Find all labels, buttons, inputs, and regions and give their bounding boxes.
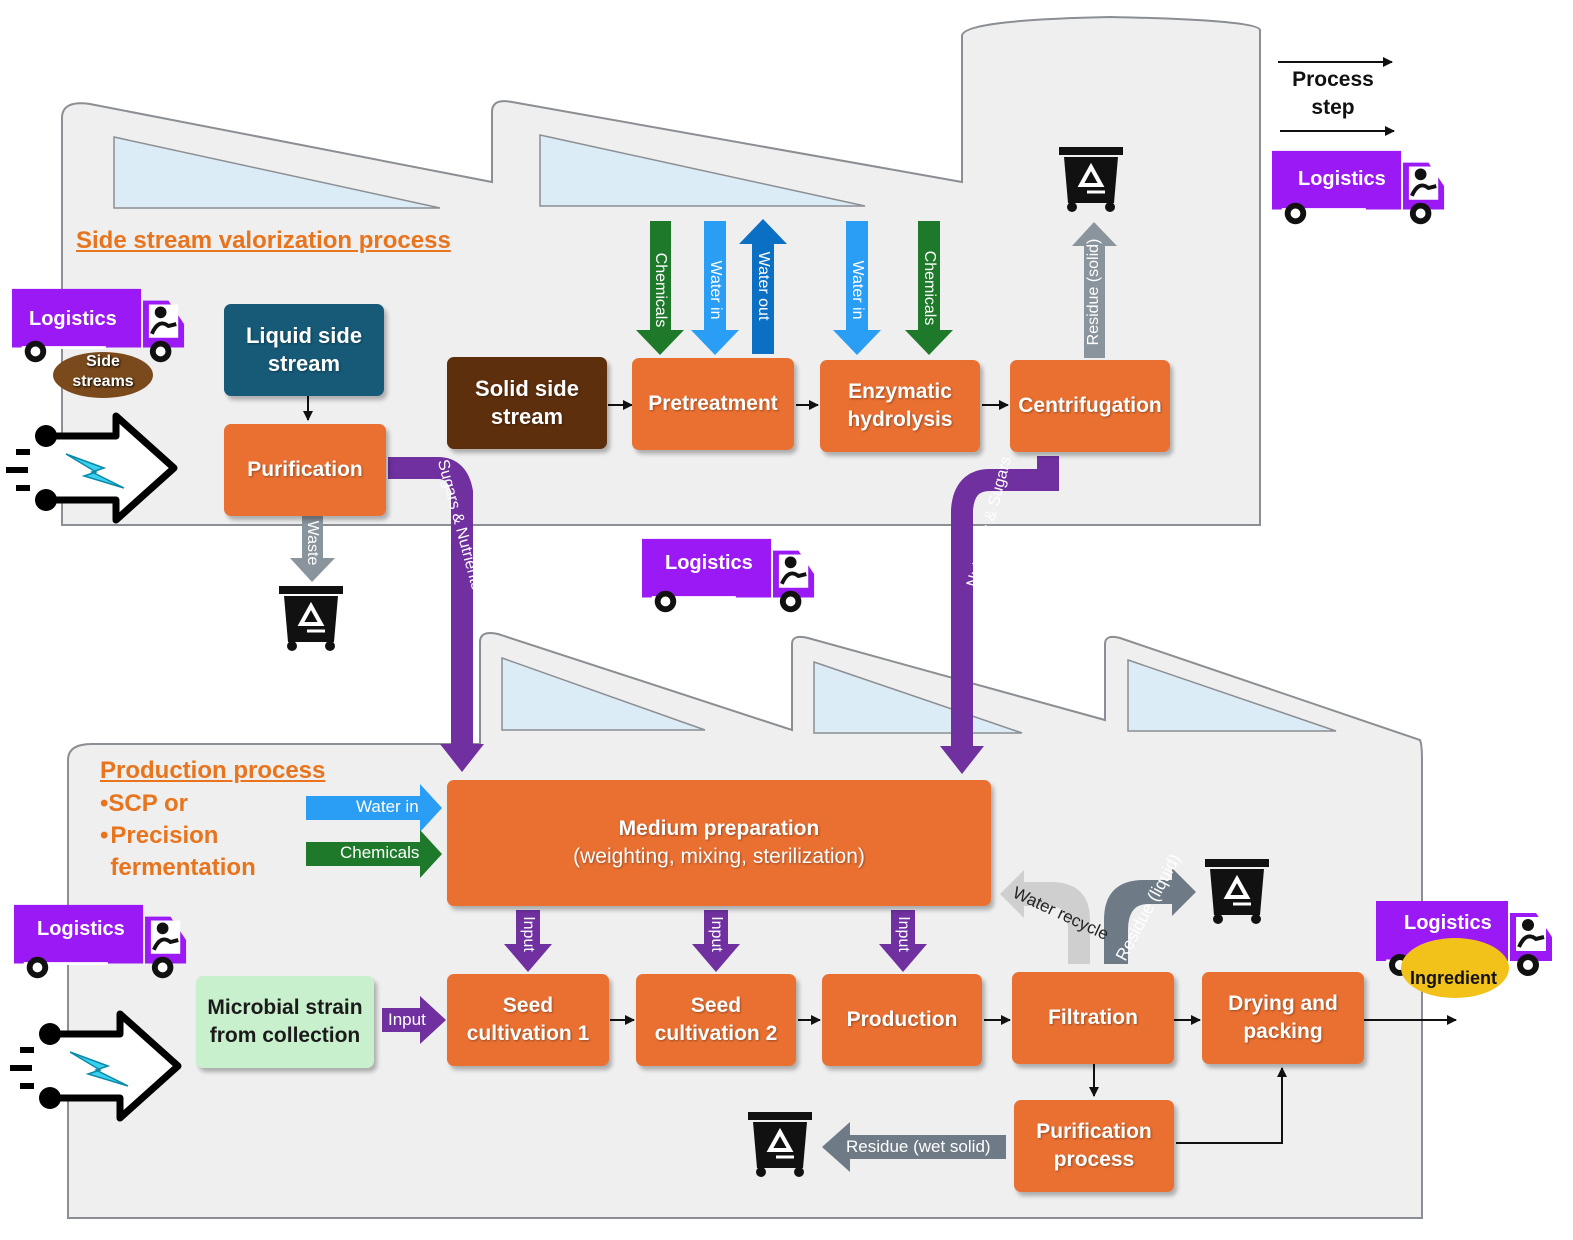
arrow-chemicals-2 [905,221,953,355]
flow-sugars-nutrients-left-head [440,744,484,772]
upper-window-2 [539,134,866,207]
truck-middle-label: Logistics [665,552,753,574]
label-water-in-2: Water in [849,260,866,320]
side-stream-title: Side stream valorization process [76,227,451,254]
label-chemicals-1: Chemicals [652,252,669,328]
enzymatic-hydrolysis-box: Enzymatic hydrolysis [820,360,980,452]
label-input-strain: Input [388,1010,426,1029]
pretreatment-box: Pretreatment [632,358,794,450]
ingredient-pile [1401,938,1509,998]
label-chemicals-medium: Chemicals [340,843,420,862]
arrow-residue-wet-solid [822,1122,1006,1172]
arrow-water-in-medium [306,784,442,832]
label-input-2: Input [708,916,725,952]
step-purification-to-drying [1176,1067,1287,1144]
flow-nutrients-sugars-right [951,456,1059,748]
arrow-input-1 [504,910,552,972]
seed-cultivation-1-box: Seed cultivation 1 [447,974,609,1066]
label-input-3: Input [895,916,912,952]
solid-side-stream-box: Solid side stream [447,357,607,449]
arrow-input-strain [382,996,446,1044]
purification-process-box: Purification process [1014,1100,1174,1192]
seed-cultivation-2-box: Seed cultivation 2 [636,974,796,1066]
truck-ingredient-label: Logistics [1404,912,1492,934]
lower-factory-outline [67,632,1423,1219]
lower-window-1 [501,656,706,731]
label-water-in-medium: Water in [356,797,419,816]
arrow-water-recycle [1000,870,1090,964]
label-water-in-1: Water in [707,260,724,320]
label-residue-solid: Residue (solid) [1085,238,1102,346]
recycle-bin-waste [277,584,345,653]
production-title: Production process [100,757,326,784]
filtration-box: Filtration [1012,972,1174,1064]
flow-sugars-nutrients-left [388,457,473,746]
production-box: Production [822,974,982,1066]
arrow-residue-liquid [1104,868,1196,964]
label-water-out: Water out [755,251,772,321]
truck-side-streams-label: Logistics [29,308,117,330]
truck-middle [642,538,817,615]
arrow-chemicals-medium [306,830,442,878]
microbial-strain-box: Microbial strain from collection [196,976,374,1068]
label-chemicals-2: Chemicals [921,250,938,326]
arrow-input-3 [879,910,927,972]
liquid-side-stream-box: Liquid side stream [224,304,384,396]
side-streams-pile-label: Side streams [72,353,134,390]
flow-nutrients-sugars-right-head [940,746,984,774]
upper-window-1 [113,136,441,209]
legend-logistics-label: Logistics [1298,168,1386,190]
truck-production-label: Logistics [37,918,125,940]
drying-packing-box: Drying and packing [1202,972,1364,1064]
bullet-scp: •SCP or [100,790,188,817]
purification-box: Purification [224,424,386,516]
production-bullets: •SCP or •Precision fermentation [100,788,300,884]
legend-process-step: Process step [1292,68,1374,119]
centrifugation-box: Centrifugation [1010,360,1170,452]
label-residue-wet-solid: Residue (wet solid) [846,1137,991,1156]
label-input-1: Input [520,916,537,952]
side-streams-pile [53,352,153,398]
arrow-water-in-1 [691,221,739,355]
arrow-water-out [739,219,787,354]
arrow-residue-solid [1072,222,1117,358]
medium-preparation-detail: (weighting, mixing, sterilization) [573,845,865,868]
medium-preparation-box: Medium preparation (weighting, mixing, s… [447,780,991,906]
arrow-input-2 [692,910,740,972]
medium-preparation-title: Medium preparation [618,817,820,840]
bullet-precision: •Precision fermentation [100,822,256,881]
ingredient-label: Ingredient [1410,968,1498,988]
arrow-water-in-2 [833,221,881,355]
label-waste: Waste [304,520,321,566]
lower-window-3 [1127,658,1337,732]
arrow-waste [290,516,335,582]
arrow-chemicals-1 [636,221,684,355]
